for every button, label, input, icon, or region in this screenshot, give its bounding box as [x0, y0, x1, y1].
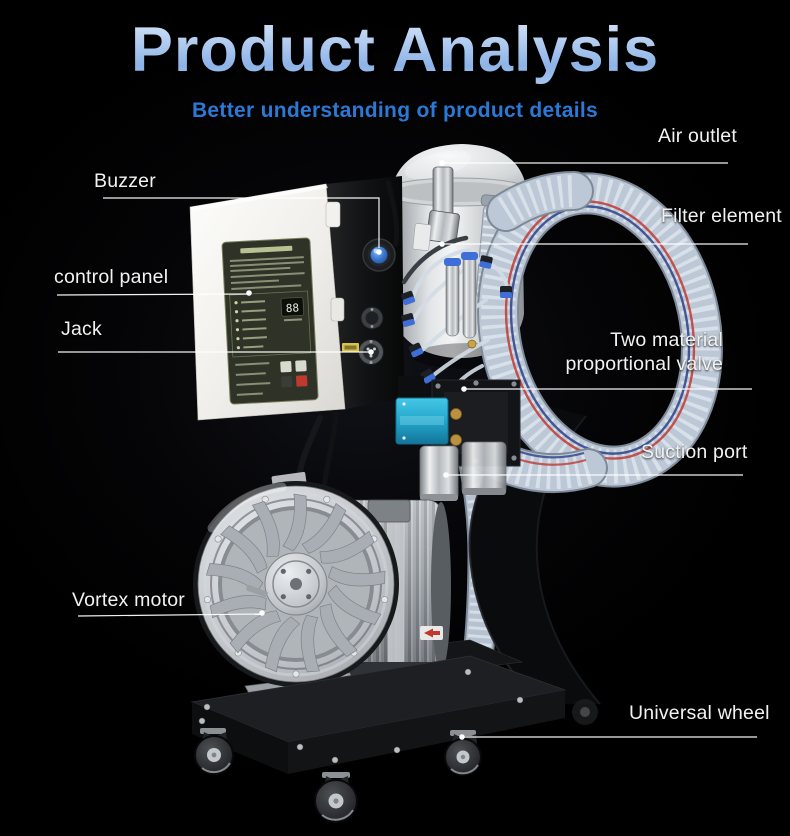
annotation-filter-element: Filter element	[661, 205, 782, 227]
leader-dots	[246, 160, 467, 740]
door-hinge	[325, 201, 341, 228]
trolley-base	[190, 655, 598, 823]
panel-buttons	[280, 360, 308, 388]
leader-dot-buzzer	[376, 249, 382, 255]
solenoid-connector	[398, 376, 424, 400]
solenoid-valve	[395, 397, 449, 445]
control-panel: 88	[221, 237, 319, 405]
motor-hub	[246, 552, 328, 616]
leader-lines	[56, 162, 757, 738]
indicator-list	[234, 300, 267, 350]
door-hinge	[330, 297, 345, 322]
annotation-universal-wheel: Universal wheel	[629, 702, 770, 724]
leader-dot-vortex-motor	[259, 610, 265, 616]
base-bolts	[198, 668, 524, 764]
annotation-two-material-valve: Two material proportional valve	[565, 328, 723, 376]
display-value: 88	[285, 301, 299, 315]
fan-blades	[204, 493, 387, 675]
vortex-motor-blower	[193, 471, 451, 699]
hopper-latch	[412, 166, 460, 251]
leader-dot-jack	[368, 349, 374, 355]
filter-hose-loop	[458, 171, 723, 493]
annotation-jack: Jack	[61, 318, 102, 340]
leader-dot-suction-port	[443, 472, 449, 478]
annotation-two-material-valve-line1: Two material	[610, 329, 723, 351]
leader-dot-filter-element	[439, 241, 445, 247]
proportional-valve-assembly	[395, 376, 521, 501]
suction-port-cylinder	[419, 441, 507, 501]
caster-wheel	[194, 728, 234, 775]
buzzer-device	[362, 238, 396, 272]
annotation-vortex-motor: Vortex motor	[72, 589, 185, 611]
leader-dot-air-outlet	[439, 160, 445, 166]
leader-line-control-panel	[56, 293, 250, 296]
annotation-buzzer: Buzzer	[94, 170, 156, 192]
annotation-air-outlet: Air outlet	[658, 125, 737, 147]
caster-wheel-universal	[444, 730, 482, 776]
annotation-suction-port: Suction port	[641, 441, 748, 463]
leader-dot-universal-wheel	[459, 734, 465, 740]
leader-dot-two-material-valve	[461, 386, 467, 392]
caster-wheel	[572, 699, 598, 725]
leader-dot-control-panel	[246, 290, 252, 296]
page-subtitle: Better understanding of product details	[191, 99, 599, 122]
page-title: Product Analysis	[0, 14, 790, 86]
digital-display	[280, 297, 305, 317]
leader-line-vortex-motor	[77, 613, 262, 617]
caster-wheel	[314, 772, 358, 823]
annotation-control-panel: control panel	[54, 266, 169, 288]
leader-line-buzzer	[103, 197, 380, 248]
control-box: 88	[189, 176, 404, 521]
direction-sticker	[420, 626, 443, 640]
annotation-two-material-valve-line2: proportional valve	[565, 353, 723, 375]
